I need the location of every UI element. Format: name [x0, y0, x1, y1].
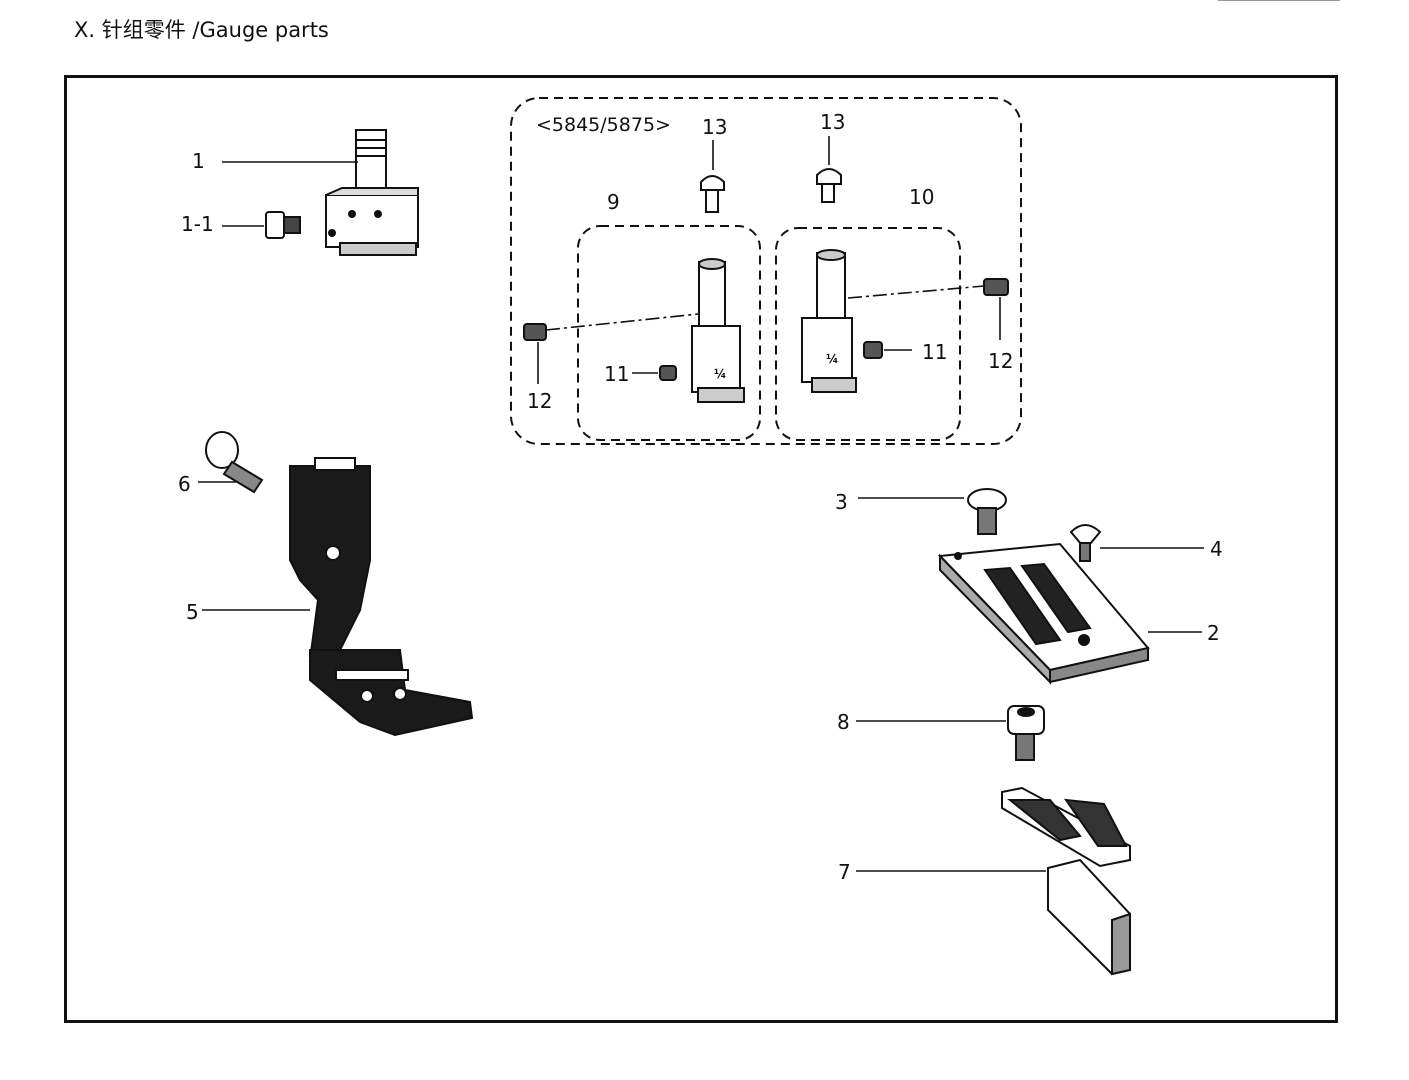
leader-lines: [198, 136, 1204, 872]
callout-11-right: 11: [922, 340, 947, 364]
part-11-setscrew-left: [659, 365, 677, 381]
callout-11-left: 11: [604, 362, 629, 386]
part-9-needle-clamp: [691, 258, 745, 403]
group-box-5845-5875: [510, 97, 1022, 445]
callout-12-right: 12: [988, 349, 1013, 373]
part-5-presser-foot: [289, 457, 474, 737]
callout-7: 7: [838, 860, 851, 884]
callout-5: 5: [186, 600, 199, 624]
callout-13-left: 13: [702, 115, 727, 139]
part-10-needle-clamp: [801, 249, 857, 393]
part-3-screw: [967, 488, 1007, 535]
part-10-size-mark: ¼: [826, 352, 838, 366]
part-12-setscrew-right: [983, 278, 1009, 296]
callout-10: 10: [909, 185, 934, 209]
callout-3: 3: [835, 490, 848, 514]
page-title: X. 针组零件 /Gauge parts: [74, 18, 329, 42]
part-13-screw-left: [700, 175, 725, 213]
part-1-needle-clamp: [325, 129, 419, 256]
group-box-part-9: [577, 225, 761, 441]
callout-6: 6: [178, 472, 191, 496]
part-12-setscrew-left: [523, 323, 547, 341]
callout-4: 4: [1210, 537, 1223, 561]
callout-12-left: 12: [527, 389, 552, 413]
callout-1-1: 1-1: [181, 212, 214, 236]
group-label-5845-5875: <5845/5875>: [536, 114, 671, 136]
part-4-screw: [1069, 524, 1102, 562]
part-1-1-screw: [265, 211, 301, 239]
callout-13-right: 13: [820, 110, 845, 134]
top-rule: [1218, 0, 1340, 1]
part-11-setscrew-right: [863, 341, 883, 359]
callout-1: 1: [192, 149, 205, 173]
callout-2: 2: [1207, 621, 1220, 645]
group-box-part-10: [775, 227, 961, 441]
part-2-needle-plate: [937, 542, 1150, 685]
part-8-screw: [1007, 705, 1045, 761]
part-6-screw: [205, 431, 264, 494]
diagram-frame: [64, 75, 1338, 1023]
callout-9: 9: [607, 190, 620, 214]
callout-8: 8: [837, 710, 850, 734]
part-9-size-mark: ¼: [714, 367, 726, 381]
part-7-feed-dog: [1001, 786, 1131, 976]
part-13-screw-right: [816, 168, 842, 203]
